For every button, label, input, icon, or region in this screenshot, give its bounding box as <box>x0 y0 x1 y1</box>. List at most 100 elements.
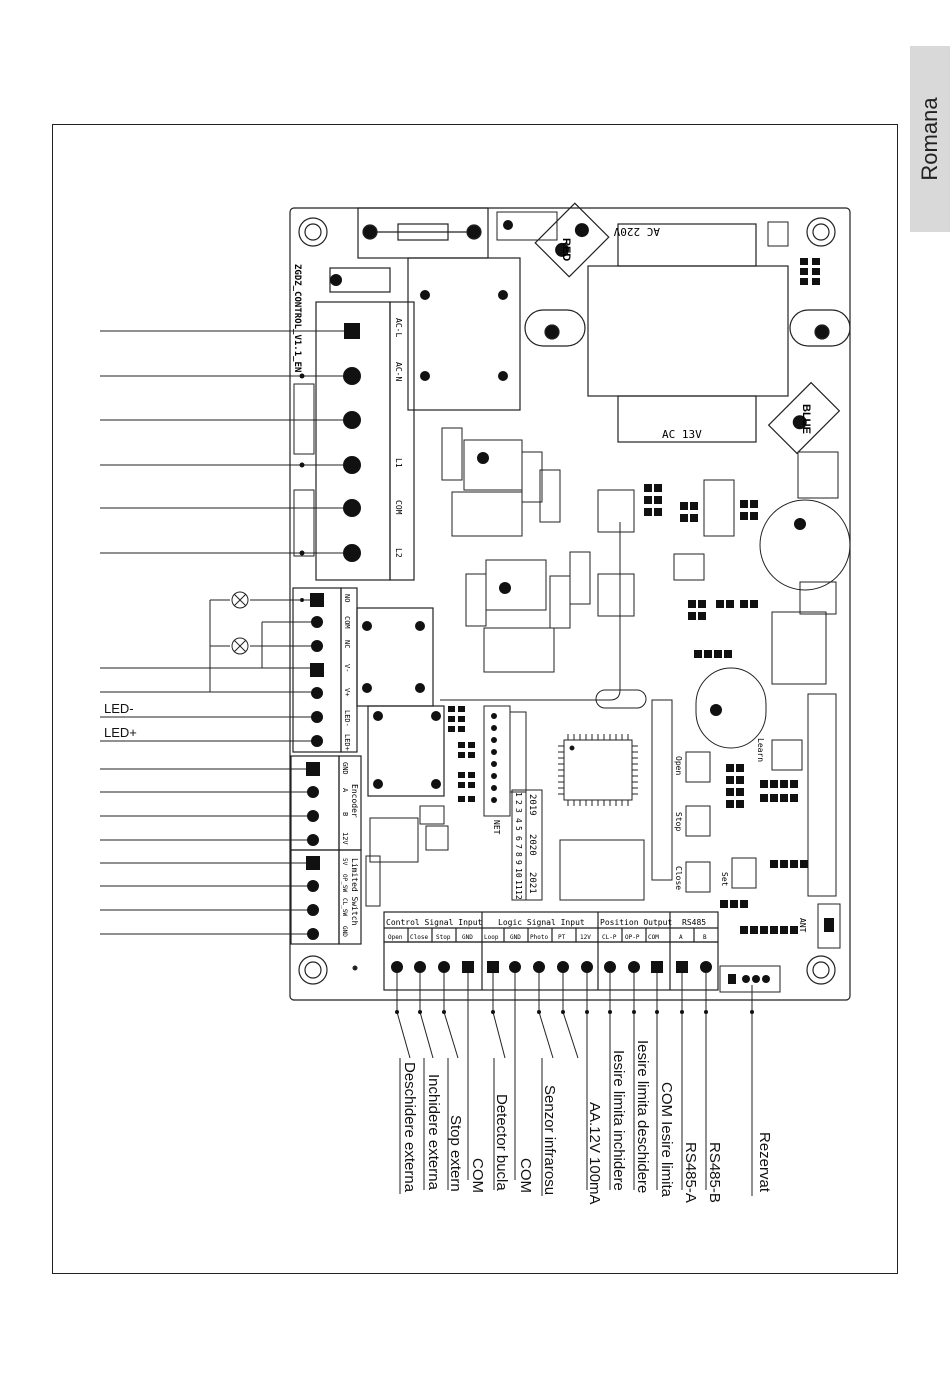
bottom-wiring <box>396 973 753 1196</box>
dip-11: 11 <box>514 880 523 890</box>
stop-button-label: Stop <box>674 812 683 831</box>
open-button-label: Open <box>674 756 683 775</box>
encoder-a: A <box>341 788 349 793</box>
transformer <box>524 223 851 443</box>
pin-gnd-control: GND <box>462 934 473 941</box>
power-terminal-block <box>315 301 415 581</box>
close-button-label: Close <box>674 866 683 890</box>
dip-8: 8 <box>514 852 523 857</box>
pin-photo: Photo <box>530 934 548 941</box>
limit-op-sw: OP_SW <box>341 874 348 892</box>
terminal-no: NO <box>343 594 351 602</box>
pin-rs485-a: A <box>679 934 683 941</box>
pin-gnd-logic: GND <box>510 934 521 941</box>
left-wiring <box>100 330 344 935</box>
terminal-nc: NC <box>343 640 351 648</box>
pin-close: Close <box>410 934 428 941</box>
learn-button-label: Learn <box>756 738 765 762</box>
label-open-limit-output: Iesire limita deschidere <box>634 1040 651 1194</box>
group-position-output-title: Position Output <box>600 918 672 927</box>
terminal-ac-n: AC-N <box>394 362 403 381</box>
pin-cl-p: CL-P <box>602 934 617 941</box>
terminal-v-minus: V- <box>343 664 351 672</box>
label-rs485-b: RS485-B <box>706 1142 723 1203</box>
limit-cl-sw: CL_SW <box>341 898 348 916</box>
set-button-label: Set <box>720 872 729 887</box>
dip-9: 9 <box>514 860 523 865</box>
dip-2: 2 <box>514 800 523 805</box>
encoder-gnd: GND <box>341 762 349 775</box>
dip-12: 12 <box>514 890 523 900</box>
dip-year-2020: 2020 <box>527 834 537 856</box>
label-external-close: Inchidere externa <box>425 1074 442 1190</box>
label-com-logic: COM <box>517 1158 534 1193</box>
dip-5: 5 <box>514 826 523 831</box>
mcu-chip <box>563 739 633 801</box>
label-reserved: Rezervat <box>756 1132 773 1193</box>
label-external-stop: Stop extern <box>447 1115 464 1192</box>
pin-op-p: OP-P <box>625 934 640 941</box>
label-com-limit-output: COM Iesire limita <box>658 1082 675 1198</box>
dip-year-2019: 2019 <box>527 794 537 816</box>
terminal-led-minus: LED- <box>343 710 351 727</box>
terminal-led-plus: LED+ <box>343 734 351 751</box>
blue-tab <box>767 381 841 455</box>
lamp-icons <box>231 591 249 655</box>
pin-loop: Loop <box>484 934 499 941</box>
terminal-v-plus: V+ <box>343 688 351 696</box>
dip-7: 7 <box>514 844 523 849</box>
group-rs485-title: RS485 <box>682 918 706 927</box>
label-loop-detector: Detector bucla <box>493 1094 510 1191</box>
encoder-title: Encoder <box>350 784 359 818</box>
bottom-terminal-block <box>383 911 719 991</box>
dip-switch <box>511 789 543 901</box>
antenna-label: ANT <box>798 918 807 933</box>
red-tab-label: RED <box>560 238 572 261</box>
label-rs485-a: RS485-A <box>682 1142 699 1203</box>
pin-pt: PT <box>558 934 566 941</box>
group-control-signal-title: Control Signal Input <box>386 918 483 927</box>
dip-4: 4 <box>514 818 523 823</box>
terminal-l1: L1 <box>394 458 403 468</box>
board-model-text: ZGDZ_CONTROL_V1.1_EN <box>292 264 302 372</box>
terminal-com-power: COM <box>394 500 403 515</box>
dip-10: 10 <box>514 868 523 878</box>
diagram-frame <box>52 124 898 1274</box>
limit-switch-title: Limited Switch <box>350 858 359 926</box>
red-tab <box>534 202 610 278</box>
label-com-control: COM <box>469 1158 486 1193</box>
encoder-b: B <box>341 812 349 816</box>
pin-open: Open <box>388 934 403 941</box>
label-infrared-sensor: Senzor infrarosu <box>541 1085 558 1196</box>
pin-com-position: COM <box>648 934 659 941</box>
dip-6: 6 <box>514 836 523 841</box>
pin-rs485-b: B <box>703 934 707 941</box>
pin-stop: Stop <box>436 934 451 941</box>
net-label: NET <box>492 820 501 835</box>
limit-gnd: GND <box>341 926 348 937</box>
dip-year-2021: 2021 <box>527 872 537 894</box>
transformer-secondary-label: AC 13V <box>662 428 702 441</box>
group-logic-signal-title: Logic Signal Input <box>498 918 585 927</box>
pin-12v: 12V <box>580 934 591 941</box>
transformer-primary-label: AC 220V <box>613 225 660 238</box>
led-minus-label: LED- <box>104 701 134 716</box>
label-external-open: Deschidere externa <box>401 1062 418 1193</box>
label-aux-12v: AA.12V 100mA <box>586 1102 603 1205</box>
terminal-ac-l: AC-L <box>394 318 403 337</box>
dip-3: 3 <box>514 808 523 813</box>
limit-5v: 5V <box>341 858 348 866</box>
language-tab: Romana <box>910 46 950 232</box>
encoder-12v: 12V <box>341 832 349 845</box>
label-close-limit-output: Iesire limita inchidere <box>610 1050 627 1191</box>
led-plus-label: LED+ <box>104 725 137 740</box>
fuse <box>357 207 489 259</box>
blue-tab-label: BLUE <box>800 404 812 434</box>
terminal-com-lamp: COM <box>343 616 351 629</box>
lamp-terminal-block <box>292 587 445 797</box>
push-buttons <box>685 739 803 893</box>
terminal-l2: L2 <box>394 548 403 558</box>
dip-1: 1 <box>514 792 523 797</box>
mounting-holes <box>298 217 836 985</box>
